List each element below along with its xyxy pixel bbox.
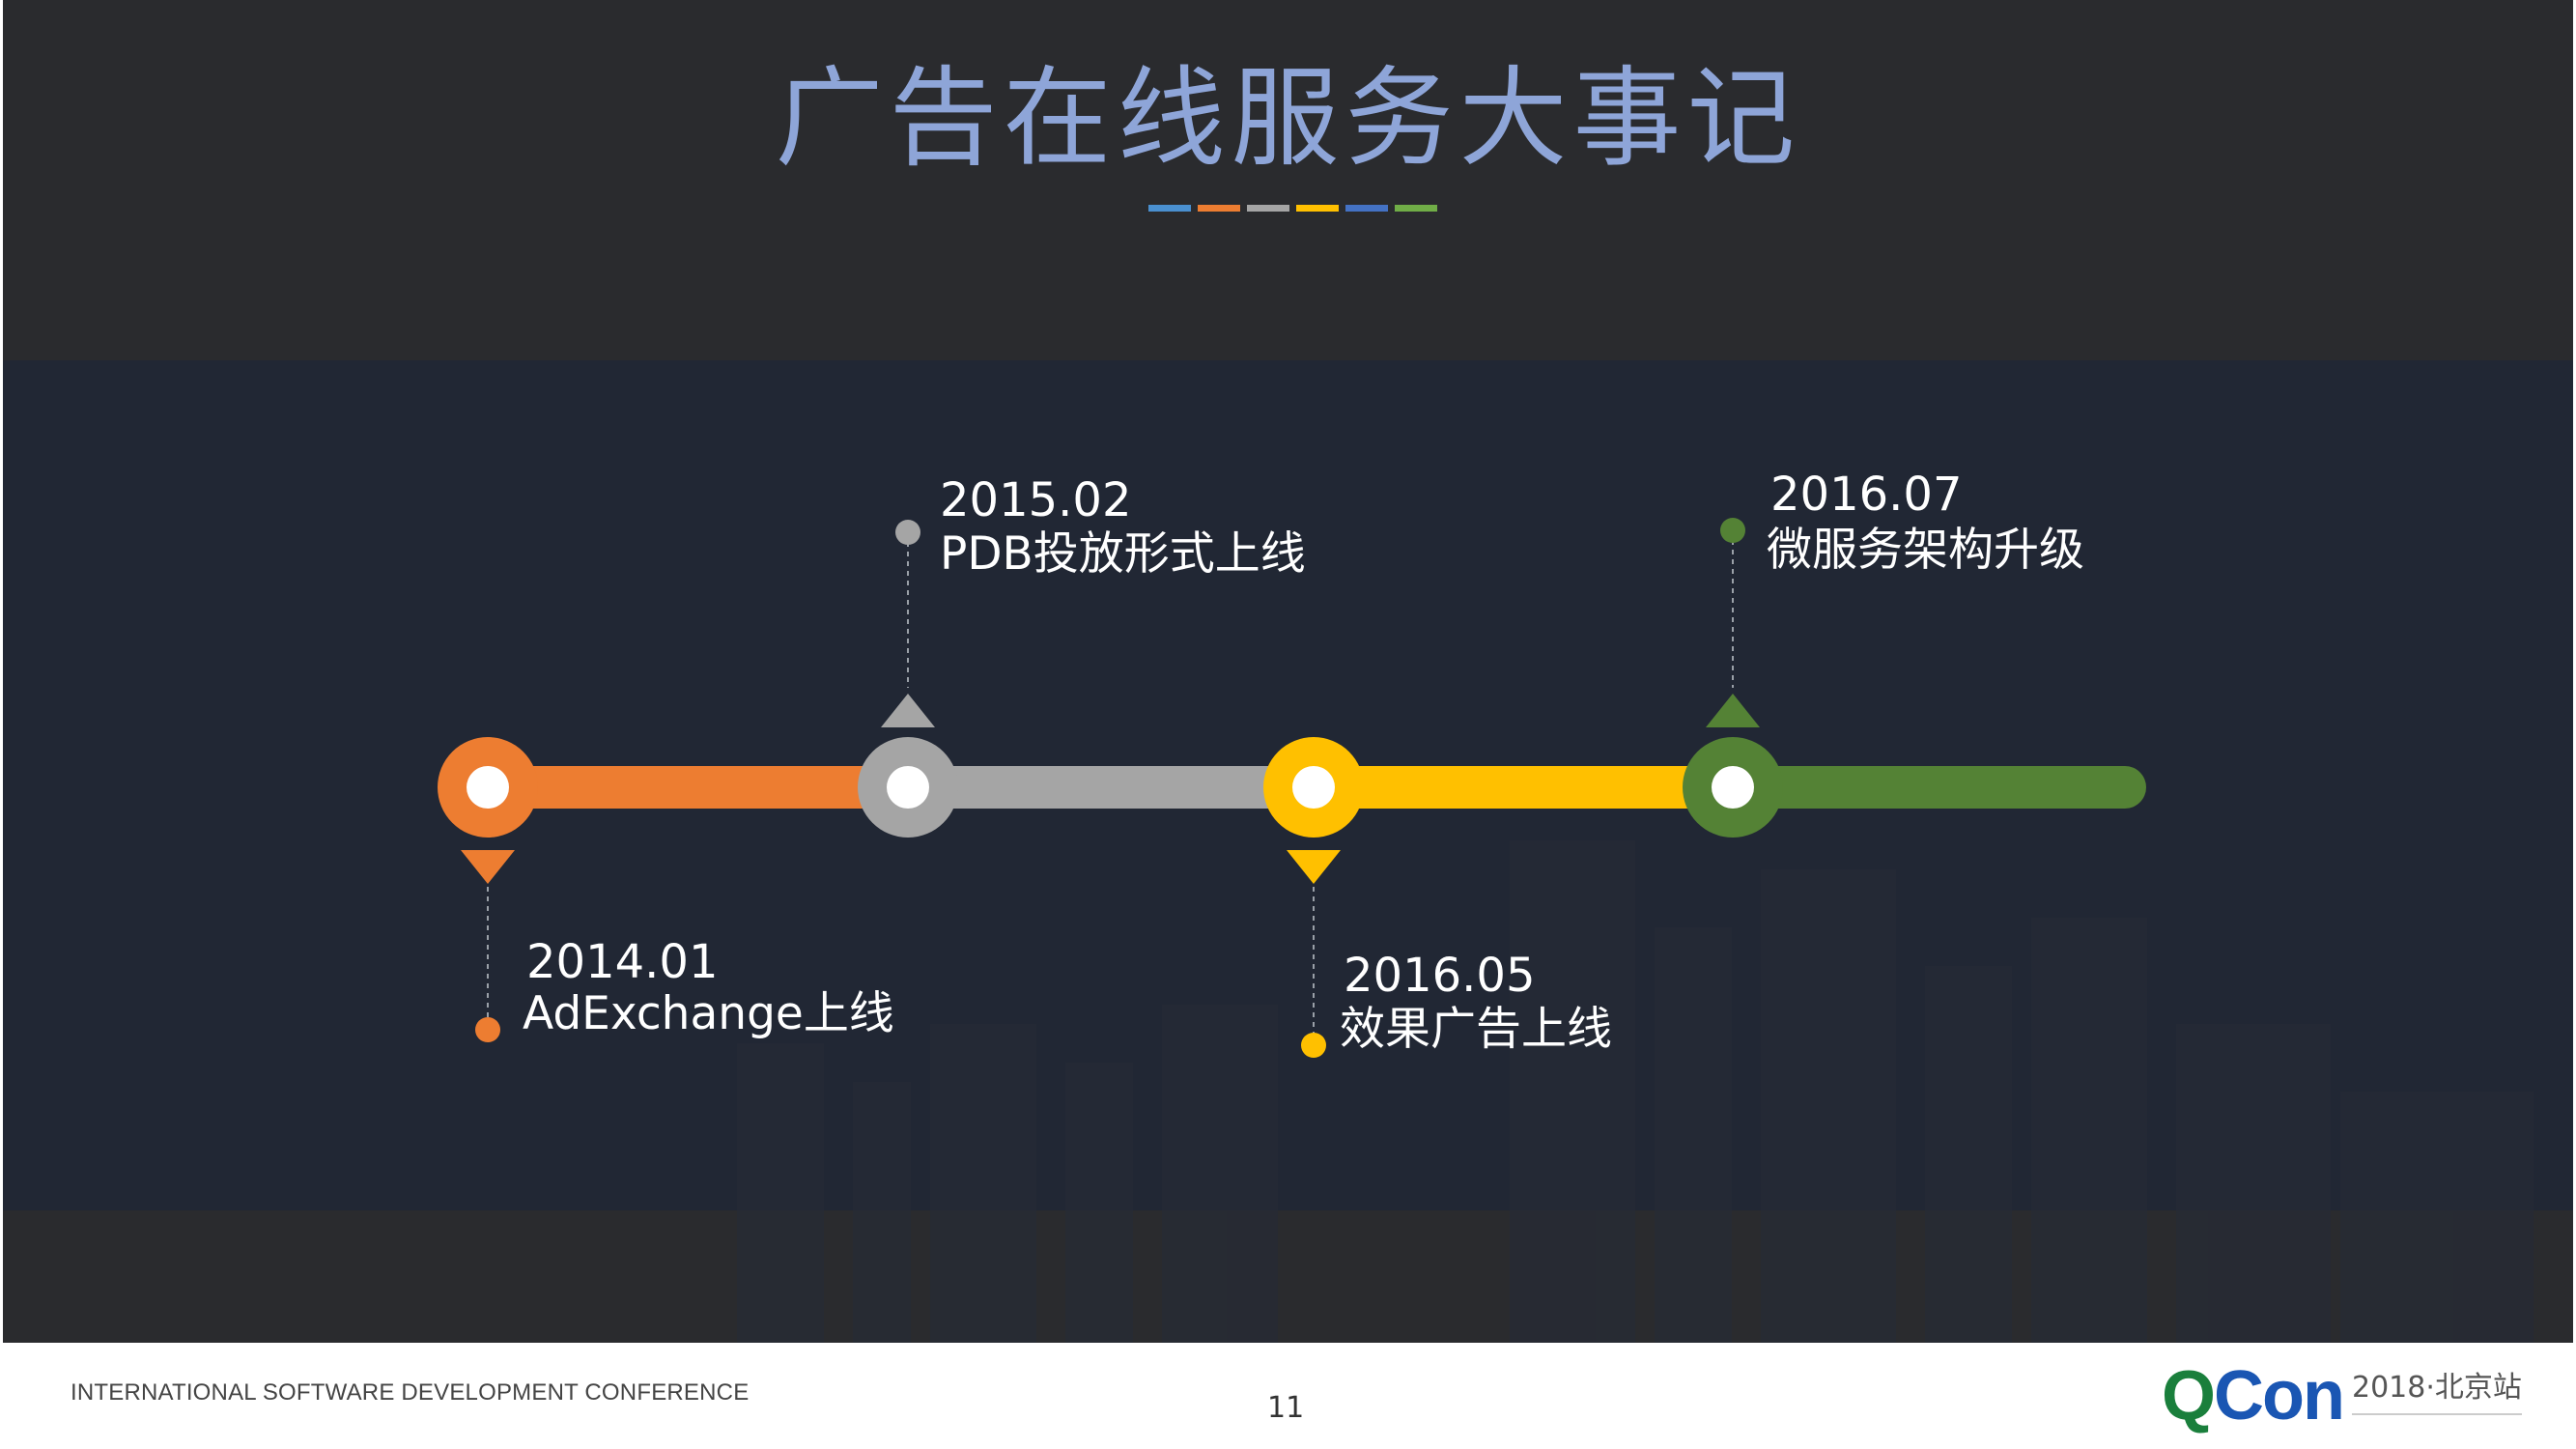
event-label-4: 微服务架构升级 — [1767, 524, 2084, 577]
title-underline-segment — [1247, 205, 1289, 212]
title-underline-segment — [1395, 205, 1437, 212]
event-pointer — [881, 694, 935, 727]
skyline-background — [737, 840, 2534, 1343]
event-dot — [475, 1017, 500, 1042]
qcon-logo-con: Con — [2214, 1357, 2345, 1435]
event-node-center — [887, 766, 929, 809]
event-label-3: 效果广告上线 — [1340, 1003, 1612, 1056]
page-number: 11 — [1267, 1391, 1305, 1425]
event-date-4: 2016.07 — [1770, 468, 1963, 522]
title-underline-segment — [1198, 205, 1240, 212]
timeline-diagram — [438, 518, 2146, 1058]
event-date-2: 2015.02 — [940, 473, 1132, 527]
event-node-center — [1712, 766, 1754, 809]
qcon-logo-q: Q — [2162, 1357, 2216, 1435]
event-pointer — [1287, 850, 1341, 884]
slide: 广告在线服务大事记 2014.01 AdExchange上线 2015.02 P… — [3, 0, 2573, 1343]
event-dot — [895, 520, 920, 545]
qcon-logo: QCon — [2162, 1357, 2345, 1435]
slide-title: 广告在线服务大事记 — [775, 56, 1801, 182]
title-underline-segment — [1296, 205, 1339, 212]
event-node-center — [1292, 766, 1335, 809]
event-dot — [1720, 518, 1745, 543]
event-pointer — [1706, 694, 1760, 727]
event-label-2: PDB投放形式上线 — [940, 527, 1306, 581]
event-dot — [1301, 1033, 1326, 1058]
event-label-1: AdExchange上线 — [523, 987, 894, 1040]
event-pointer — [461, 850, 515, 884]
event-date-3: 2016.05 — [1344, 949, 1536, 1003]
event-date-1: 2014.01 — [526, 935, 719, 989]
title-underline-segment — [1345, 205, 1388, 212]
qcon-edition: 2018·北京站 — [2352, 1369, 2522, 1415]
event-node-center — [467, 766, 509, 809]
conference-name: INTERNATIONAL SOFTWARE DEVELOPMENT CONFE… — [71, 1379, 750, 1406]
title-underline-segment — [1148, 205, 1191, 212]
